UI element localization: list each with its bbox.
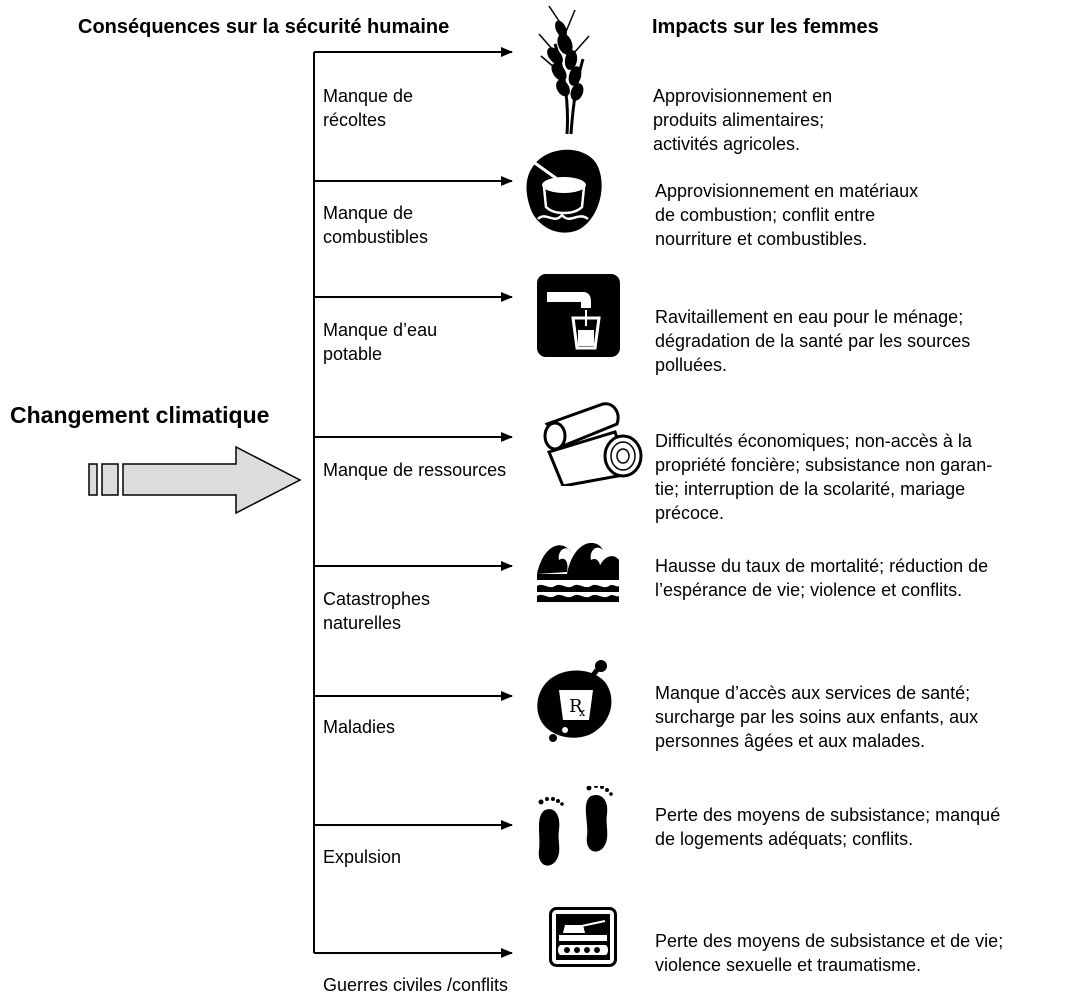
cause-crops: Manque de récoltes [323, 86, 414, 130]
left-column-header: Conséquences sur la sécurité humaine [78, 16, 450, 38]
cause-resources: Manque de ressources [323, 460, 507, 480]
impact-disasters: Hausse du taux de mortalité; réduction d… [655, 556, 989, 600]
medicine-mortar-icon: R x [537, 660, 612, 742]
cause-fuel: Manque de combustibles [323, 203, 429, 247]
svg-text:R: R [569, 696, 583, 717]
impact-wars: Perte des moyens de subsistance et de vi… [655, 931, 1004, 975]
flood-waves-icon [537, 542, 619, 602]
svg-text:x: x [579, 706, 586, 719]
wheat-icon [538, 5, 590, 135]
impact-fuel: Approvisionnement en matériaux de combus… [655, 181, 919, 249]
cause-diseases: Maladies [323, 717, 396, 737]
cause-wars: Guerres civiles /conflits [323, 975, 509, 995]
impact-expulsion: Perte des moyens de subsistance; manqué … [655, 805, 1001, 849]
right-column-header: Impacts sur les femmes [652, 16, 879, 38]
impact-crops: Approvisionnement en produits alimentair… [653, 86, 833, 154]
impact-diseases: Manque d’accès aux services de santé; su… [655, 683, 979, 751]
cause-disasters: Catastrophes naturelles [323, 589, 431, 633]
footprints-icon [538, 786, 613, 866]
logs-icon [543, 402, 643, 486]
impact-resources: Difficultés économiques; non-accès à la … [655, 431, 993, 523]
main-cause-label: Changement climatique [10, 402, 270, 428]
impact-water: Ravitaillement en eau pour le ménage; dé… [655, 307, 971, 375]
big-arrow-icon [88, 445, 302, 515]
cooking-pot-fire-icon [526, 149, 602, 233]
cause-water: Manque d’eau potable [323, 320, 438, 364]
cause-expulsion: Expulsion [323, 847, 402, 867]
water-tap-icon [537, 274, 620, 357]
tank-icon [549, 907, 617, 967]
